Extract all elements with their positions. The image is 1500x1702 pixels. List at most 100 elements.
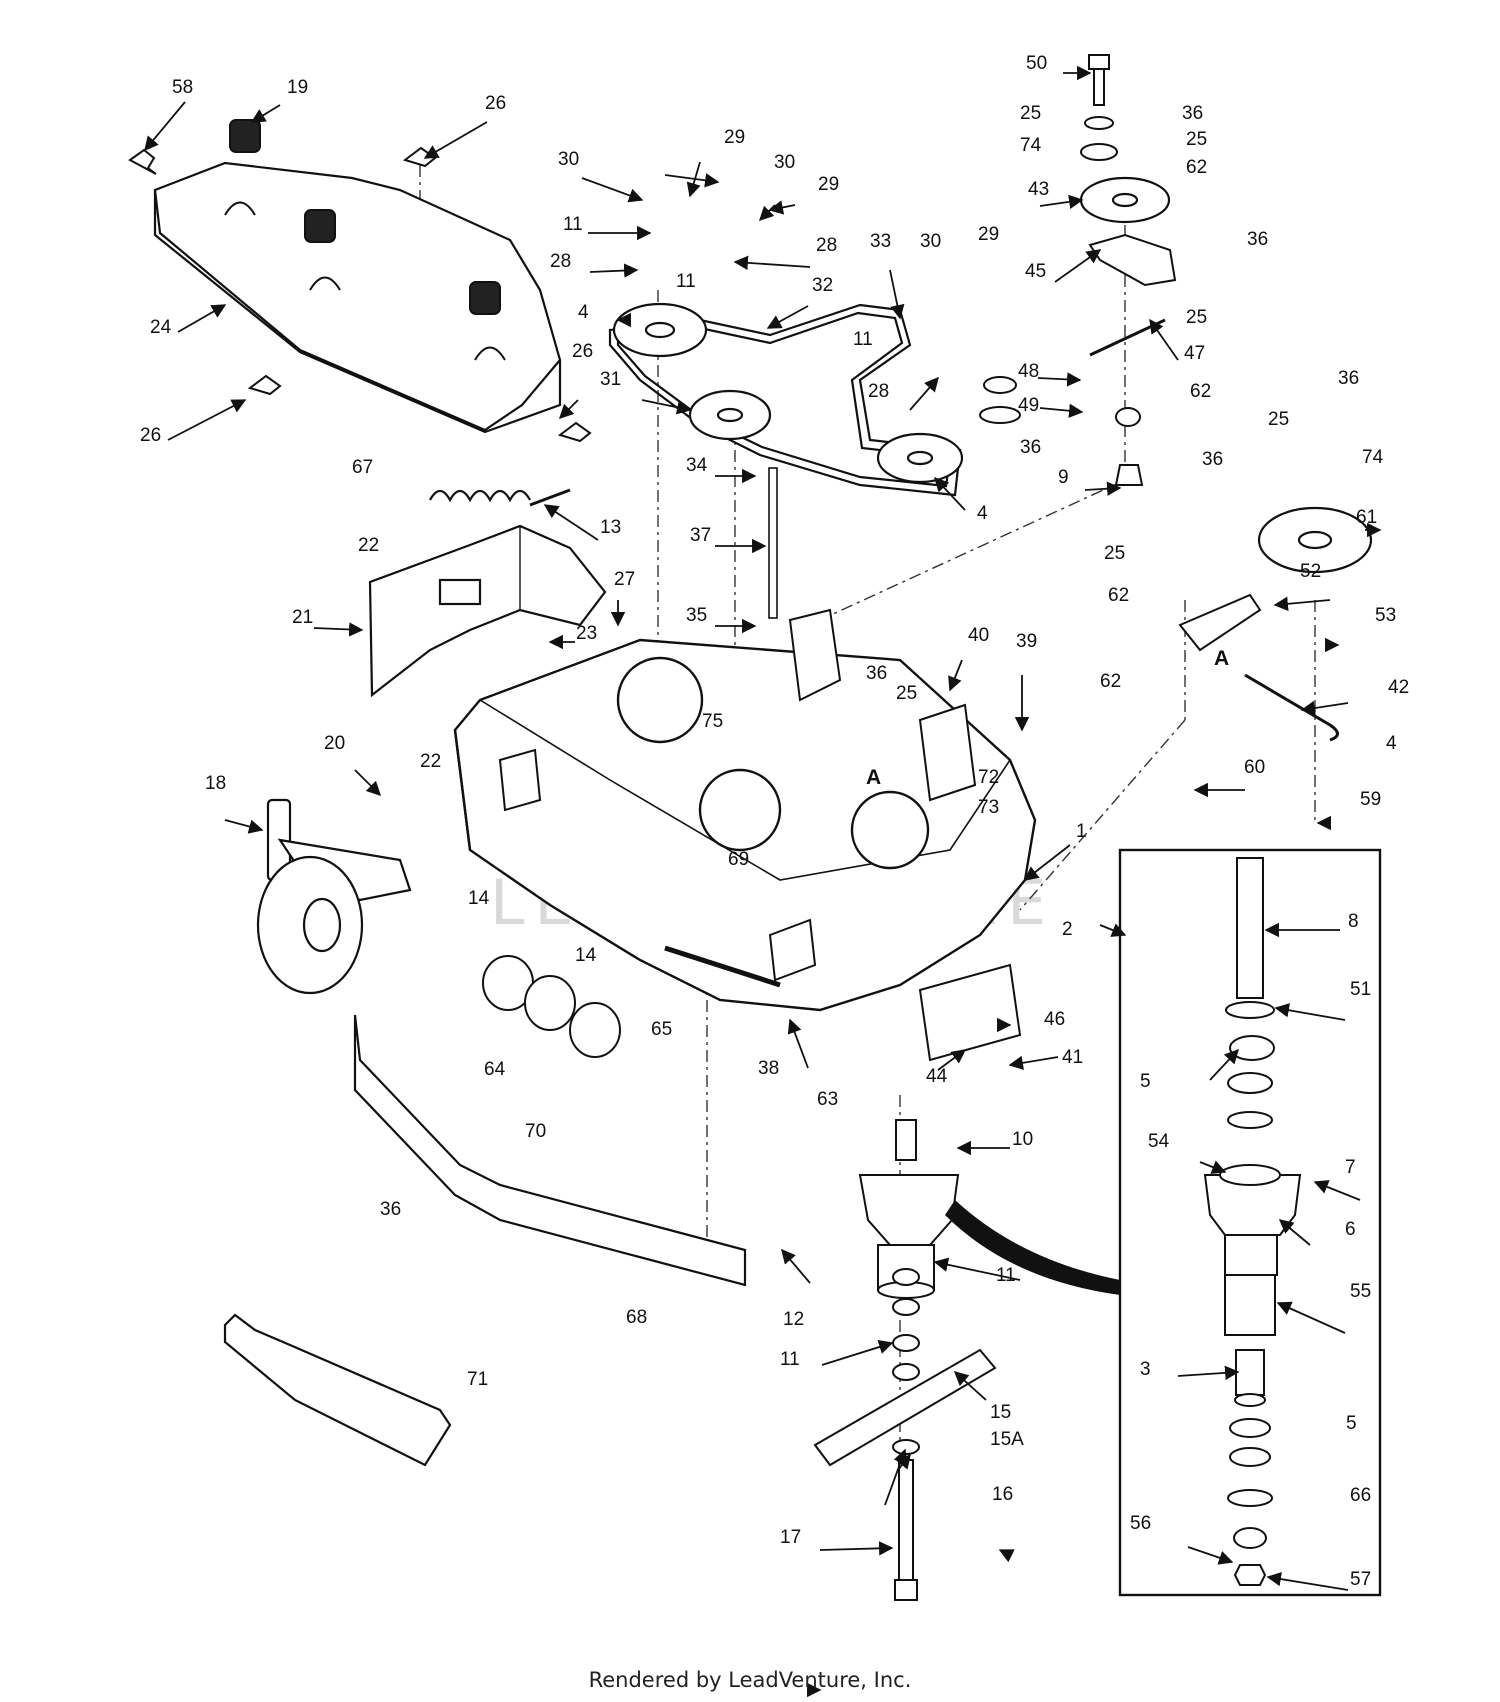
part-callout-c30a: 30 — [558, 149, 580, 170]
part-callout-c62a: 62 — [1186, 157, 1208, 178]
detail-leader — [945, 1200, 1120, 1295]
part-callout-c14a: 14 — [468, 888, 490, 909]
part-callout-c61: 61 — [1356, 507, 1378, 528]
part-callout-c75: 75 — [702, 711, 724, 732]
part-callout-c55: 55 — [1350, 1281, 1372, 1302]
spindle-stack — [858, 1119, 960, 1601]
part-callout-c2: 2 — [1062, 919, 1073, 940]
part-callout-c26a: 26 — [485, 93, 507, 114]
part-callout-c4b: 4 — [977, 503, 988, 524]
part-callout-c22a: 22 — [358, 535, 380, 556]
part-callout-c25c: 25 — [1186, 307, 1208, 328]
part-callout-c10: 10 — [1012, 1129, 1034, 1150]
part-callout-c5a: 5 — [1140, 1071, 1151, 1092]
part-callout-c42: 42 — [1388, 677, 1410, 698]
part-callout-c27: 27 — [614, 569, 636, 590]
part-callout-c30b: 30 — [774, 152, 796, 173]
part-callout-c54: 54 — [1148, 1131, 1170, 1152]
part-callout-c11d: 11 — [996, 1265, 1016, 1286]
part-callout-c39: 39 — [1016, 631, 1038, 652]
part-callout-c15: 15 — [990, 1402, 1012, 1423]
part-callout-c26c: 26 — [572, 341, 594, 362]
part-callout-c63: 63 — [817, 1089, 839, 1110]
part-callout-c11b: 11 — [676, 271, 696, 292]
caster-wheel — [256, 798, 412, 995]
part-callout-c46: 46 — [1044, 1009, 1066, 1030]
part-callout-c69: 69 — [728, 849, 750, 870]
part-callout-c29b: 29 — [818, 174, 840, 195]
part-callout-c44b: 4 — [1386, 733, 1397, 754]
part-callout-c51: 51 — [1350, 979, 1372, 1000]
deflector-bar — [223, 1313, 452, 1467]
part-callout-c59: 59 — [1360, 789, 1382, 810]
chute-rod — [529, 488, 571, 507]
part-callout-c41: 41 — [1062, 1047, 1084, 1068]
part-callout-c74b: 74 — [1362, 447, 1384, 468]
fastener-column-bolt — [979, 54, 1144, 486]
part-callout-c11e: 11 — [780, 1349, 800, 1370]
section-marker-a-idler: A — [1214, 647, 1230, 670]
part-callout-c37: 37 — [690, 525, 712, 546]
callout-arrows — [167, 104, 1361, 1563]
part-callout-c36c: 36 — [1338, 368, 1360, 389]
part-callout-c3: 3 — [1140, 1359, 1151, 1380]
part-callout-c38: 38 — [758, 1058, 780, 1079]
part-callout-c25a: 25 — [1020, 103, 1042, 124]
part-callout-c50: 50 — [1026, 53, 1048, 74]
part-callout-c47: 47 — [1184, 343, 1206, 364]
part-callout-c57: 57 — [1350, 1569, 1372, 1590]
part-callout-c71: 71 — [467, 1369, 489, 1390]
part-callout-c28c: 28 — [868, 381, 890, 402]
part-callout-c36f: 36 — [866, 663, 888, 684]
idler-arms — [1088, 233, 1262, 652]
part-callout-c68: 68 — [626, 1307, 648, 1328]
part-callout-c36g: 36 — [380, 1199, 402, 1220]
spindle-detail-box — [1118, 848, 1382, 1597]
part-callout-c25e: 25 — [1104, 543, 1126, 564]
part-callout-c44a: 44 — [926, 1066, 948, 1087]
part-callout-c58: 58 — [172, 77, 194, 98]
part-callout-c25d: 25 — [1268, 409, 1290, 430]
part-callout-c17: 17 — [780, 1527, 802, 1548]
part-callout-c8: 8 — [1348, 911, 1359, 932]
part-callout-c18: 18 — [205, 773, 227, 794]
part-callout-c70: 70 — [525, 1121, 547, 1142]
part-callout-c26b: 26 — [140, 425, 162, 446]
part-callout-c6: 6 — [1345, 1219, 1356, 1240]
part-callout-c73: 73 — [978, 797, 1000, 818]
part-callout-c12: 12 — [783, 1309, 805, 1330]
part-callout-c29c: 29 — [978, 224, 1000, 245]
part-callout-c49: 49 — [1018, 395, 1040, 416]
part-callout-c36b: 36 — [1247, 229, 1269, 250]
center-spindle-bolt — [768, 467, 778, 619]
part-callout-c35: 35 — [686, 605, 708, 626]
part-callout-c60: 60 — [1244, 757, 1266, 778]
part-callout-c4a: 4 — [578, 302, 589, 323]
part-callout-c15a: 15A — [990, 1429, 1024, 1450]
part-callout-c20: 20 — [324, 733, 346, 754]
part-callout-c32: 32 — [812, 275, 834, 296]
part-callout-c29a: 29 — [724, 127, 746, 148]
part-callout-c64: 64 — [484, 1059, 506, 1080]
part-callout-c67: 67 — [352, 457, 374, 478]
part-callout-c16: 16 — [992, 1484, 1014, 1505]
mower-deck — [453, 638, 1037, 1012]
part-callout-c45: 45 — [1025, 261, 1047, 282]
part-callout-c62d: 62 — [1100, 671, 1122, 692]
part-callout-c5b: 5 — [1346, 1413, 1357, 1434]
part-callout-c56: 56 — [1130, 1513, 1152, 1534]
part-callout-c30c: 30 — [920, 231, 942, 252]
rendered-by-footer: Rendered by LeadVenture, Inc. — [588, 1668, 912, 1692]
part-callout-c62c: 62 — [1108, 585, 1130, 606]
part-callout-c14b: 14 — [575, 945, 597, 966]
section-marker-a-deck: A — [866, 766, 882, 789]
part-callout-c66: 66 — [1350, 1485, 1372, 1506]
pulleys — [612, 176, 1373, 574]
cover-bumpers — [224, 119, 506, 361]
part-callout-c21: 21 — [292, 607, 314, 628]
part-callout-c36e: 36 — [1020, 437, 1042, 458]
chute-spring — [429, 489, 531, 503]
part-callout-c28b: 28 — [816, 235, 838, 256]
